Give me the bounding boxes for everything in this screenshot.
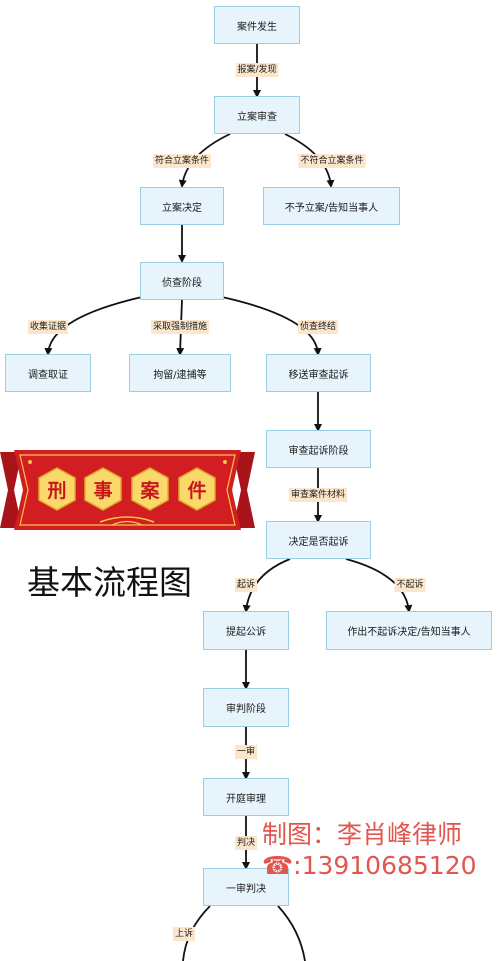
node-transfer: 移送审查起诉	[266, 354, 371, 392]
edge-label-report: 报案/发现	[235, 63, 279, 77]
node-filing-review: 立案审查	[214, 96, 300, 134]
edge-label-first-instance: 一审	[234, 745, 258, 759]
credit-author: 制图：李肖峰律师	[262, 820, 463, 849]
edge-label-review-materials: 审查案件材料	[288, 488, 348, 502]
edge-label-not-meets: 不符合立案条件	[298, 154, 366, 168]
edge-label-appeal: 上诉	[172, 927, 196, 941]
banner-char-2: 事	[93, 479, 113, 502]
banner: 刑 事 案 件	[0, 448, 255, 536]
edge-label-collect: 收集证据	[27, 320, 69, 334]
credit-phone: ☎:13910685120	[262, 851, 477, 880]
node-court-hearing: 开庭审理	[203, 778, 289, 816]
edge-invest-evidence	[44, 296, 143, 356]
node-case-occur: 案件发生	[214, 6, 300, 44]
page-title: 基本流程图	[27, 563, 192, 602]
node-not-filed: 不予立案/告知当事人	[263, 187, 400, 225]
node-prosecution-decision: 决定是否起诉	[266, 521, 371, 559]
node-public-prosecution: 提起公诉	[203, 611, 289, 650]
credit-phone-text: ☎:13910685120	[262, 851, 477, 880]
banner-char-1: 刑	[47, 479, 67, 502]
edge-label-end-invest: 侦查终结	[297, 320, 339, 334]
node-evidence: 调查取证	[5, 354, 91, 392]
node-first-judgment: 一审判决	[203, 868, 289, 906]
banner-char-3: 案	[140, 479, 160, 502]
node-prosecution-review: 审查起诉阶段	[266, 430, 371, 468]
edge-label-judgment: 判决	[234, 836, 258, 850]
node-trial-stage: 审判阶段	[203, 688, 289, 727]
node-no-prosecution: 作出不起诉决定/告知当事人	[326, 611, 492, 650]
node-investigation: 侦查阶段	[140, 262, 224, 300]
edge-label-meets: 符合立案条件	[152, 154, 212, 168]
edge-decide-public	[242, 558, 291, 613]
banner-char-4: 件	[187, 479, 207, 502]
banner-ribbon	[0, 450, 255, 530]
edge-label-not-prosecute: 不起诉	[394, 578, 426, 592]
node-detention: 拘留/逮捕等	[129, 354, 231, 392]
edge-label-prosecute: 起诉	[234, 578, 258, 592]
edge-judgment-right	[277, 905, 306, 961]
edge-invest-transfer	[221, 296, 322, 356]
edge-label-coercive: 采取强制措施	[150, 320, 210, 334]
node-filing-decision: 立案决定	[140, 187, 224, 225]
edge-decide-noprose	[345, 558, 413, 613]
